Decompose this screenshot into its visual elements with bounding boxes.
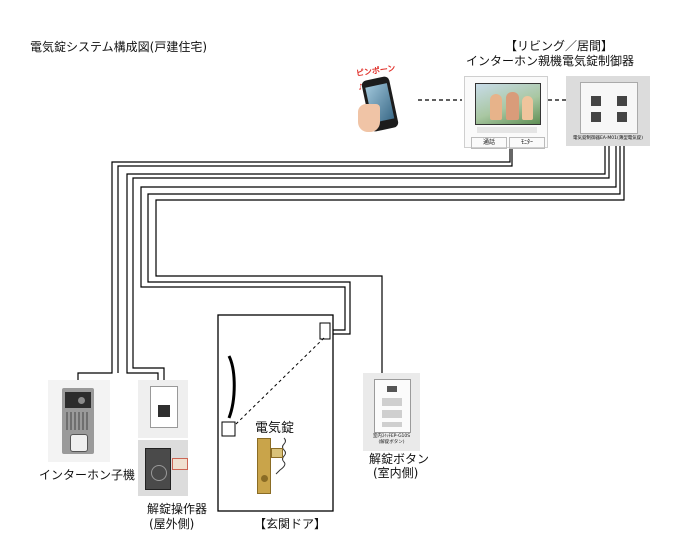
unlock-operator-label-2: (屋外側) [149, 517, 195, 531]
card-reader-plate [150, 386, 178, 428]
lock-controller-faceplate [580, 82, 638, 134]
wire-master-to-door-station-a [77, 148, 511, 382]
door-station-body [62, 388, 94, 454]
door-outline [217, 314, 334, 512]
wire-controller-to-button [155, 145, 625, 373]
monitor-button: ﾓﾆﾀｰ [509, 137, 545, 149]
unlock-button-unit: 室内ｽｲｯﾁEP-G10S (解錠ボタン) [363, 373, 420, 451]
room-label: 【リビング／居間】 [505, 39, 614, 53]
door-station [48, 380, 110, 462]
door-handle [227, 355, 236, 419]
electric-lock-body [257, 438, 271, 494]
camera-icon [65, 392, 91, 408]
unlock-operator-label-1: 解錠操作器 [147, 502, 208, 516]
speaker-grille-icon [66, 412, 90, 430]
door-strike [221, 421, 236, 437]
talk-button: 通話 [471, 137, 507, 149]
wire-controller-to-lock-b [147, 145, 621, 335]
master-intercom-label: インターホン親機 [466, 54, 563, 68]
wire-controller-to-operator-b [132, 145, 610, 380]
unlock-operator-top [138, 380, 188, 438]
unlock-operator-bottom [138, 440, 188, 496]
unlock-button-plate [374, 379, 411, 433]
photo-icon [475, 83, 541, 125]
unlock-button-label-2: (室内側) [373, 466, 419, 480]
lock-coil-cable [275, 437, 286, 475]
door-loop-cable [235, 335, 327, 425]
door-station-label: インターホン子機 [39, 468, 136, 482]
diagram-title: 電気錠システム構成図(戸建住宅) [30, 40, 208, 54]
unlock-button-label-1: 解錠ボタン [369, 452, 430, 466]
electric-lock-connector [271, 448, 283, 458]
door-label: 【玄関ドア】 [254, 517, 327, 531]
lock-controller: 電気錠制御器EA-M01(薄型電気錠) [566, 76, 650, 146]
wire-group [77, 99, 625, 382]
door-junction-box [319, 322, 331, 340]
lock-controller-label: 電気錠制御器 [562, 54, 635, 68]
keypad-panel [145, 448, 171, 490]
unlock-button-caption-2: (解錠ボタン) [378, 440, 405, 445]
lock-controller-caption: 電気錠制御器EA-M01(薄型電気錠) [572, 136, 644, 141]
wire-master-to-door-station-b [117, 148, 513, 373]
call-button-icon [70, 434, 88, 452]
unlock-button-caption-1: 室内ｽｲｯﾁEP-G10S [372, 434, 411, 439]
wire-controller-to-lock-a [140, 145, 617, 331]
master-intercom: 通話 ﾓﾆﾀｰ [464, 76, 548, 149]
hand-icon [358, 104, 380, 132]
wire-controller-to-operator-a [126, 145, 606, 380]
smartphone: ピンポーン♪ [356, 64, 416, 136]
keyhole-icon [261, 475, 268, 482]
badge-card-icon [172, 458, 188, 470]
electric-lock-label: 電気錠 [255, 421, 295, 436]
